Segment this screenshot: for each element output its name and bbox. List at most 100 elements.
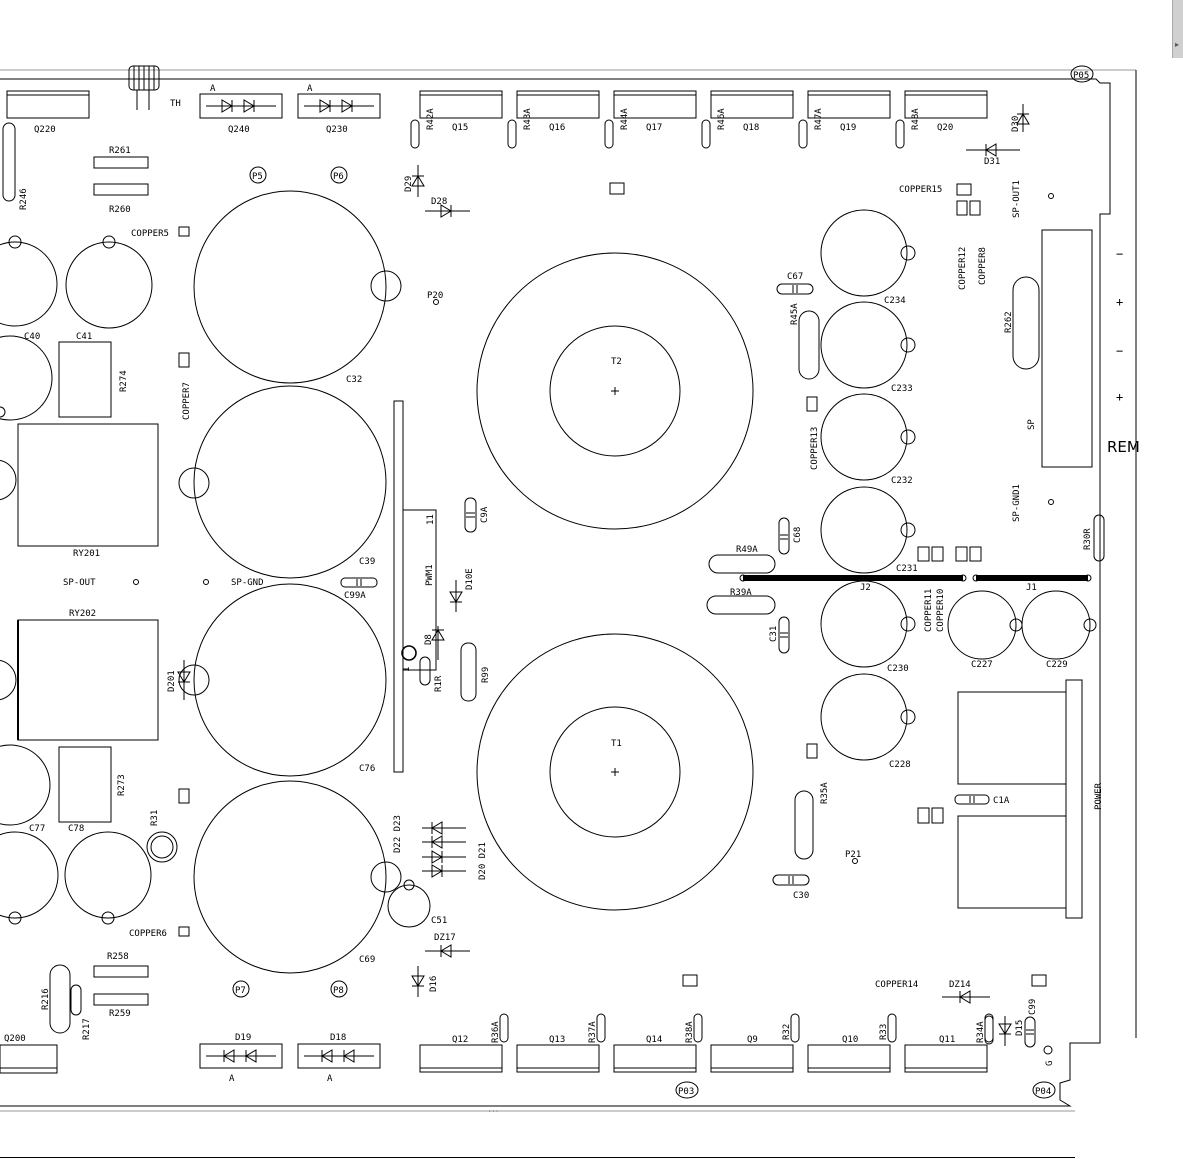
svg-text:COPPER11: COPPER11 <box>924 589 934 632</box>
svg-text:+: + <box>1116 295 1123 309</box>
svg-text:D30: D30 <box>1011 116 1021 132</box>
svg-text:J2: J2 <box>860 583 871 593</box>
copper-pads-cluster <box>917 546 982 562</box>
svg-text:R35A: R35A <box>820 782 830 804</box>
test-point-p04: P04 <box>1032 1081 1056 1099</box>
svg-text:Q14: Q14 <box>646 1035 662 1045</box>
rem-label: REM <box>1107 438 1140 456</box>
svg-text:PWM1: PWM1 <box>425 564 435 586</box>
svg-text:R217: R217 <box>82 1018 92 1040</box>
svg-text:C233: C233 <box>891 384 913 394</box>
svg-text:A: A <box>210 84 216 94</box>
capacitor-c68: C68 <box>778 517 803 555</box>
capacitor-c78: C78 <box>64 824 152 925</box>
svg-text:R258: R258 <box>107 952 129 962</box>
component-q240: A Q240 <box>199 84 283 135</box>
svg-text:C78: C78 <box>68 824 84 834</box>
svg-text:Q200: Q200 <box>4 1034 26 1044</box>
svg-text:C41: C41 <box>76 332 92 342</box>
component-q200: Q200 <box>0 1034 58 1074</box>
svg-text:R47A: R47A <box>814 108 824 130</box>
svg-text:G: G <box>1045 1061 1055 1066</box>
capacitor-c31: C31 <box>769 616 790 654</box>
resistor-r49a: R49A <box>708 545 776 574</box>
capacitor-c234: C234 <box>820 209 916 306</box>
resistor-near-d15 <box>984 1015 994 1045</box>
copper-pad-8: COPPER8 <box>978 247 988 285</box>
svg-text:A: A <box>307 84 313 94</box>
svg-text:D18: D18 <box>330 1033 346 1043</box>
diode-d201: D201 <box>167 660 191 700</box>
page-break-marker: ··· <box>488 1108 499 1115</box>
diode-d16: D16 <box>411 966 439 997</box>
resistor-r30r: R30R <box>1083 514 1105 562</box>
svg-text:Q240: Q240 <box>228 125 250 135</box>
svg-text:R31: R31 <box>150 810 160 826</box>
capacitor-c9a: C9A <box>464 497 490 533</box>
resistor-r258: R258 <box>93 952 149 978</box>
svg-text:C229: C229 <box>1046 660 1068 670</box>
svg-text:C77: C77 <box>29 824 45 834</box>
svg-text:−: − <box>1116 344 1123 358</box>
capacitor-c40: C40 <box>0 235 58 342</box>
svg-text:R38A: R38A <box>685 1021 695 1043</box>
svg-text:C234: C234 <box>884 296 906 306</box>
svg-text:COPPER6: COPPER6 <box>129 929 167 939</box>
vertical-scrollbar-thumb[interactable]: ▸ <box>1172 0 1183 58</box>
test-point-p05: P05 <box>1070 65 1094 83</box>
test-point-p8: P8 <box>330 980 348 998</box>
svg-text:C99: C99 <box>1028 999 1038 1015</box>
resistor-r216: R216 <box>41 964 71 1034</box>
svg-text:COPPER10: COPPER10 <box>936 589 946 632</box>
copper-pad-near-r273 <box>178 788 190 804</box>
svg-text:Q12: Q12 <box>452 1035 468 1045</box>
capacitor-c69: C69 <box>193 780 402 974</box>
diode-d15: D15 <box>998 1016 1025 1046</box>
capacitor-c229: C229 <box>1021 590 1097 670</box>
svg-text:T2: T2 <box>611 357 622 367</box>
diode-bridge-d18: D18 A <box>297 1033 381 1084</box>
svg-text:D10E: D10E <box>465 568 475 590</box>
svg-text:C51: C51 <box>431 916 447 926</box>
svg-text:R33: R33 <box>879 1024 889 1040</box>
resistor-r35a: R35A <box>794 782 830 860</box>
svg-text:SP-GND: SP-GND <box>231 578 264 588</box>
svg-text:11: 11 <box>426 514 436 525</box>
resistor-r99: R99 <box>460 642 491 702</box>
svg-text:R99: R99 <box>481 667 491 683</box>
capacitor-c76: C76 <box>178 583 387 777</box>
board-outline <box>0 78 1111 1107</box>
svg-text:SP-OUT: SP-OUT <box>63 578 96 588</box>
relay-ry202: RY202 <box>0 609 159 741</box>
svg-text:1: 1 <box>402 667 412 672</box>
zener-dz14: DZ14 <box>942 980 990 1004</box>
svg-text:C30: C30 <box>793 891 809 901</box>
svg-text:C69: C69 <box>359 955 375 965</box>
resistor-r246: R246 <box>2 122 29 210</box>
copper-pad-11: COPPER11 <box>924 589 934 632</box>
copper-pad-6: COPPER6 <box>129 926 190 939</box>
svg-text:R37A: R37A <box>588 1021 598 1043</box>
svg-text:R43A: R43A <box>523 108 533 130</box>
copper-pad-10: COPPER10 <box>936 589 946 632</box>
capacitor-c1a: C1A <box>954 794 1010 806</box>
svg-text:COPPER12: COPPER12 <box>958 247 968 290</box>
resistor-r217: R217 <box>70 984 92 1040</box>
test-point-p20: P20 <box>427 291 443 305</box>
svg-text:P7: P7 <box>235 986 246 996</box>
svg-text:SP: SP <box>1027 419 1037 430</box>
svg-text:R259: R259 <box>109 1009 131 1019</box>
zener-dz17: DZ17 <box>425 933 470 958</box>
relay-ry201: RY201 SP-OUT <box>0 423 159 559</box>
ground-point-g: G <box>1043 1045 1055 1066</box>
copper-pad-r35a <box>806 743 818 759</box>
svg-text:C1A: C1A <box>993 796 1010 806</box>
diode-d28: D28 <box>425 197 470 218</box>
svg-text:D16: D16 <box>429 976 439 992</box>
svg-text:Q11: Q11 <box>939 1035 955 1045</box>
diode-array-d20-d23: D22 D23 D20 D21 <box>393 815 488 880</box>
transformer-t1: T1 <box>476 633 754 911</box>
svg-text:R42A: R42A <box>426 108 436 130</box>
svg-text:R262: R262 <box>1004 311 1014 333</box>
